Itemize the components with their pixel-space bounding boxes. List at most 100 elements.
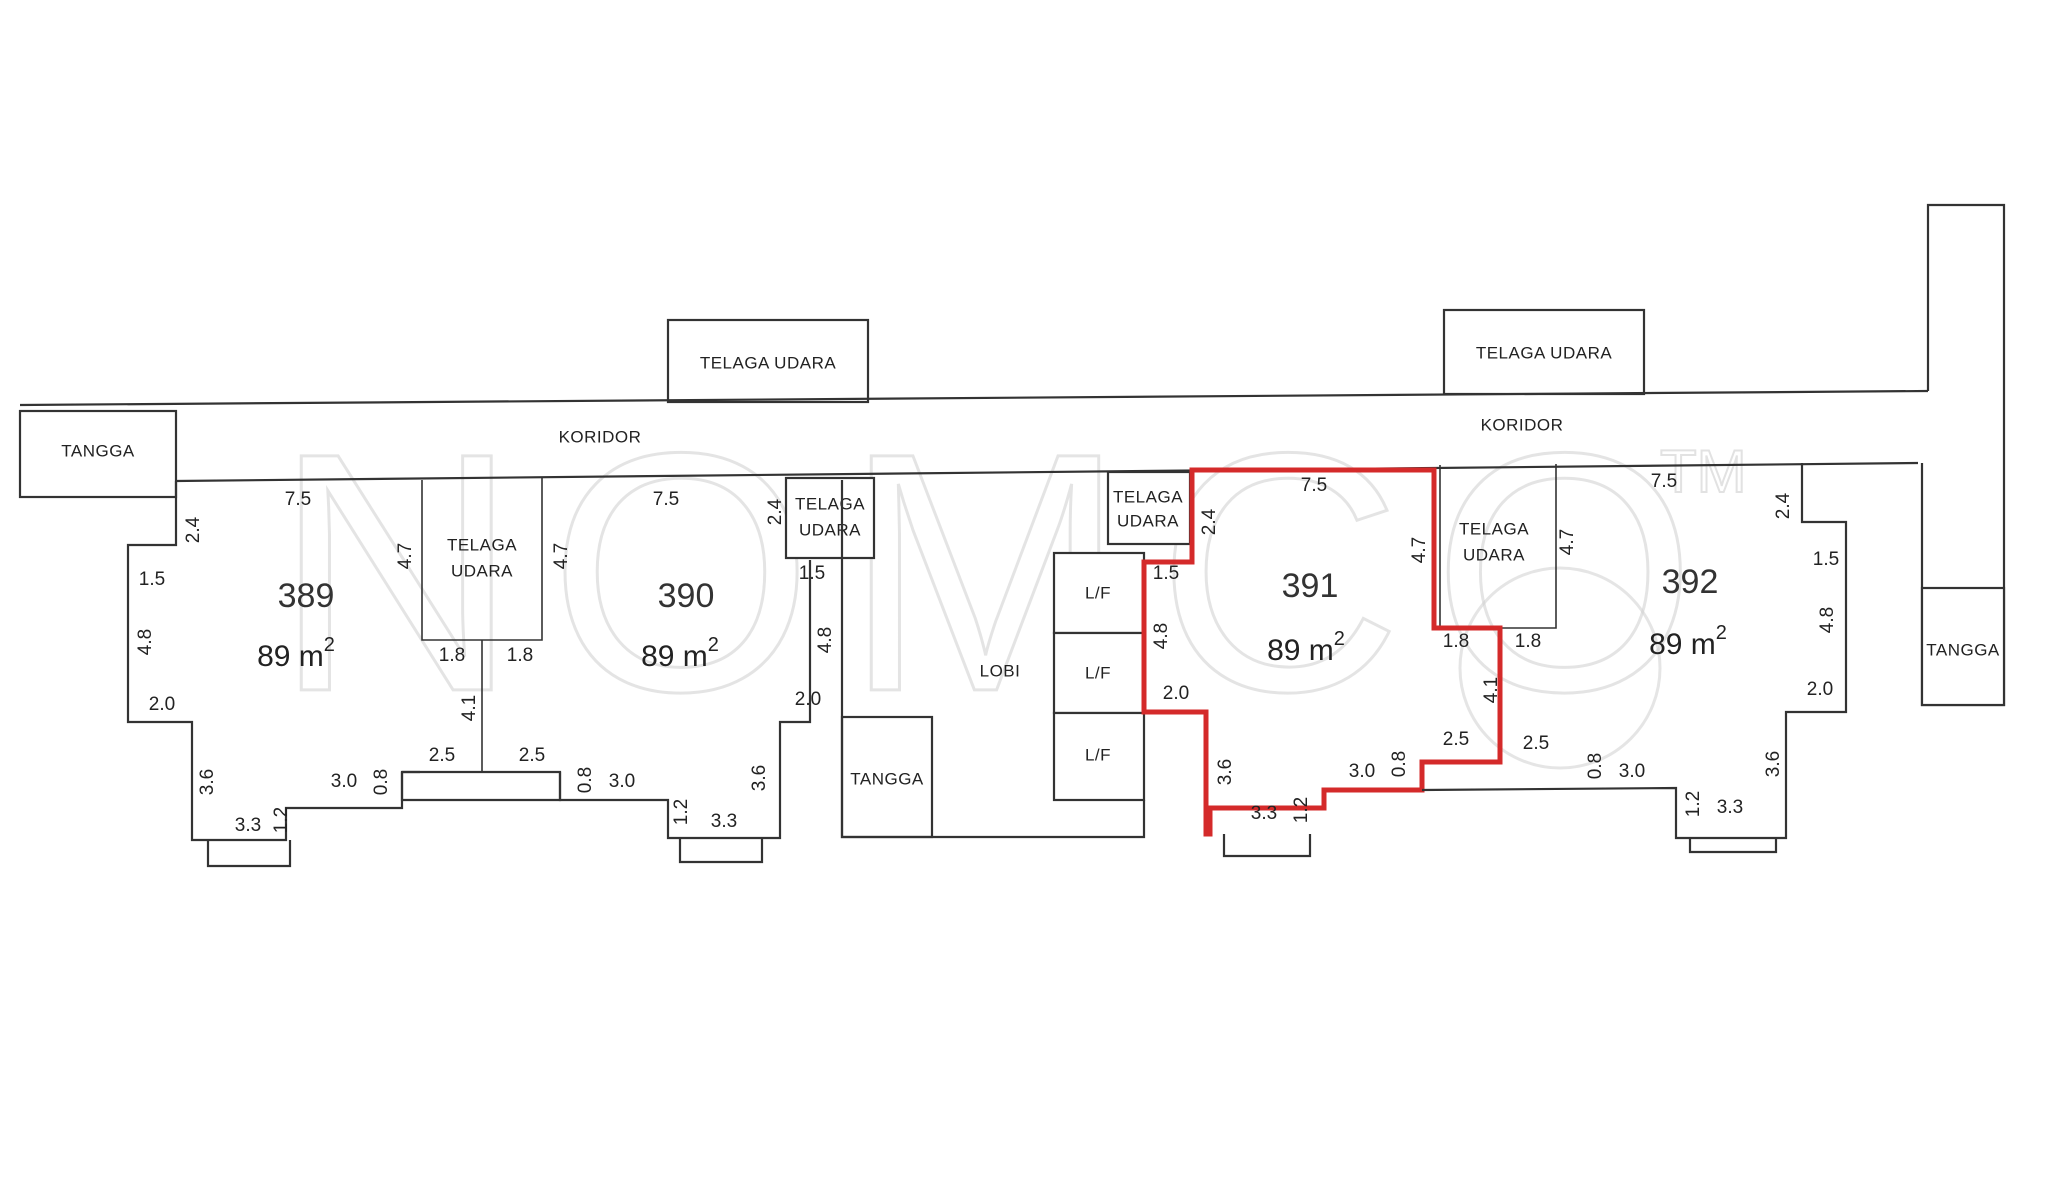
unit-389-labels: 389 89 m2: [257, 577, 335, 673]
dimension-label: 3.6: [1215, 759, 1236, 785]
unit-391-balcony: [1222, 834, 1312, 858]
dimension-label: 7.5: [285, 489, 311, 510]
dimension-label: 1.5: [1813, 549, 1839, 570]
stairs-right: TANGGA: [1920, 586, 2006, 707]
dimension-label: 0.8: [575, 767, 596, 793]
air-well-top-left: TELAGA UDARA: [666, 318, 870, 404]
unit-392-balcony: [1688, 838, 1778, 854]
dimension-label: 1.8: [507, 645, 533, 666]
dimension-label: 4.8: [135, 629, 156, 655]
stairs-left-label: TANGGA: [61, 441, 135, 460]
unit-392-area: 89 m2: [1649, 622, 1727, 661]
unit-391-highlight: [1141, 467, 1503, 837]
dimension-label: 1.5: [139, 569, 165, 590]
corridor-label-left: KORIDOR: [559, 427, 642, 446]
watermark: NOMCO TM: [272, 381, 1748, 770]
dimension-label: 2.0: [1807, 679, 1833, 700]
lift-1-label: L/F: [1085, 583, 1111, 602]
dimension-label: 1.8: [1443, 631, 1469, 652]
watermark-text: NOMCO: [273, 383, 1726, 763]
unit-392-outline: [1421, 463, 1848, 840]
dimension-label: 3.3: [235, 815, 261, 836]
dimension-label: 1.2: [671, 799, 692, 825]
dimension-label: 1.2: [1291, 797, 1312, 823]
dimension-label: 2.0: [149, 694, 175, 715]
dimension-label: 4.7: [551, 543, 572, 569]
dimension-label: 3.0: [609, 771, 635, 792]
dimension-label: 3.6: [1763, 751, 1784, 777]
dimension-label: 3.6: [749, 765, 770, 791]
dimension-label: 7.5: [653, 489, 679, 510]
dimension-label: 4.1: [1481, 677, 1502, 703]
dimension-label: 4.8: [815, 627, 836, 653]
dimension-label: 3.0: [1619, 761, 1645, 782]
dimension-label: 3.6: [197, 769, 218, 795]
lifts: L/F L/F L/F: [1052, 551, 1146, 802]
inner-air-well-2-line1: TELAGA: [795, 494, 865, 513]
stairs-center: TANGGA: [840, 715, 934, 839]
inner-air-well-390: TELAGA UDARA: [784, 476, 876, 560]
dimension-label: 3.0: [331, 771, 357, 792]
dimension-label: 0.8: [371, 769, 392, 795]
inner-air-well-3-line2: UDARA: [1117, 511, 1179, 530]
lift-3-label: L/F: [1085, 745, 1111, 764]
inner-air-well-389-390: TELAGA UDARA: [421, 478, 543, 641]
dimension-label: 2.5: [1443, 729, 1469, 750]
unit-389-balcony: [206, 840, 292, 868]
dimension-label: 2.4: [183, 516, 204, 543]
dimension-label: 4.7: [1409, 537, 1430, 563]
dimension-label: 0.8: [1389, 751, 1410, 777]
dimension-label: 2.5: [429, 745, 455, 766]
inner-air-well-1-line1: TELAGA: [447, 535, 517, 554]
air-well-top-right: TELAGA UDARA: [1442, 308, 1646, 396]
inner-air-well-2-line2: UDARA: [799, 520, 861, 539]
lobby: LOBI: [840, 480, 1146, 839]
dimension-label: 7.5: [1651, 471, 1677, 492]
dimension-label: 3.0: [1349, 761, 1375, 782]
inner-air-well-1-line2: UDARA: [451, 561, 513, 580]
air-well-top-left-label: TELAGA UDARA: [700, 353, 837, 372]
stairs-left: TANGGA: [18, 409, 178, 499]
dimension-label: 1.8: [439, 645, 465, 666]
dimension-label: 3.3: [711, 811, 737, 832]
unit-390-area: 89 m2: [641, 634, 719, 673]
dimension-label: 2.4: [1199, 508, 1220, 535]
dimension-label: 0.8: [1585, 753, 1606, 779]
air-well-top-right-label: TELAGA UDARA: [1476, 343, 1613, 362]
corridor-label-right: KORIDOR: [1481, 415, 1564, 434]
inner-air-well-4-line1: TELAGA: [1459, 519, 1529, 538]
unit-391-number: 391: [1282, 567, 1339, 605]
unit-390-outline: [558, 560, 812, 840]
unit-391-labels: 391 89 m2: [1267, 567, 1345, 667]
stairs-right-label: TANGGA: [1926, 640, 2000, 659]
shared-balcony: [400, 770, 562, 802]
unit-389-area: 89 m2: [257, 634, 335, 673]
dimension-label: 2.5: [1523, 733, 1549, 754]
dimension-label: 4.7: [395, 543, 416, 569]
dimension-label: 1.5: [1153, 563, 1179, 584]
dimension-label: 1.8: [1515, 631, 1541, 652]
dimension-label: 3.3: [1717, 797, 1743, 818]
stairs-center-label: TANGGA: [850, 769, 924, 788]
unit-392-number: 392: [1662, 563, 1719, 601]
unit-390-balcony: [678, 838, 764, 864]
dimension-label: 2.5: [519, 745, 545, 766]
corridor: KORIDOR KORIDOR: [19, 389, 1929, 483]
dimension-label: 2.0: [1163, 683, 1189, 704]
dimension-label: 3.3: [1251, 803, 1277, 824]
dimension-label: 7.5: [1301, 475, 1327, 496]
lift-2-label: L/F: [1085, 663, 1111, 682]
dimension-label: 4.7: [1557, 529, 1578, 555]
dimension-label: 1.2: [271, 807, 292, 833]
watermark-tm: TM: [1660, 438, 1747, 505]
unit-391-area: 89 m2: [1267, 628, 1345, 667]
inner-air-well-4-line2: UDARA: [1463, 545, 1525, 564]
inner-air-well-3-line1: TELAGA: [1113, 487, 1183, 506]
dimension-label: 4.8: [1151, 623, 1172, 649]
unit-390-labels: 390 89 m2: [641, 577, 719, 673]
watermark-ring-shape: [1458, 566, 1662, 770]
unit-390-number: 390: [658, 577, 715, 615]
dimension-labels: 7.5 2.4 1.5 4.8 2.0 3.6 3.3 1.2 3.0 0.8 2.5 4.7 1.8 4…: [135, 471, 1839, 836]
unit-392-labels: 392 89 m2: [1649, 563, 1727, 661]
